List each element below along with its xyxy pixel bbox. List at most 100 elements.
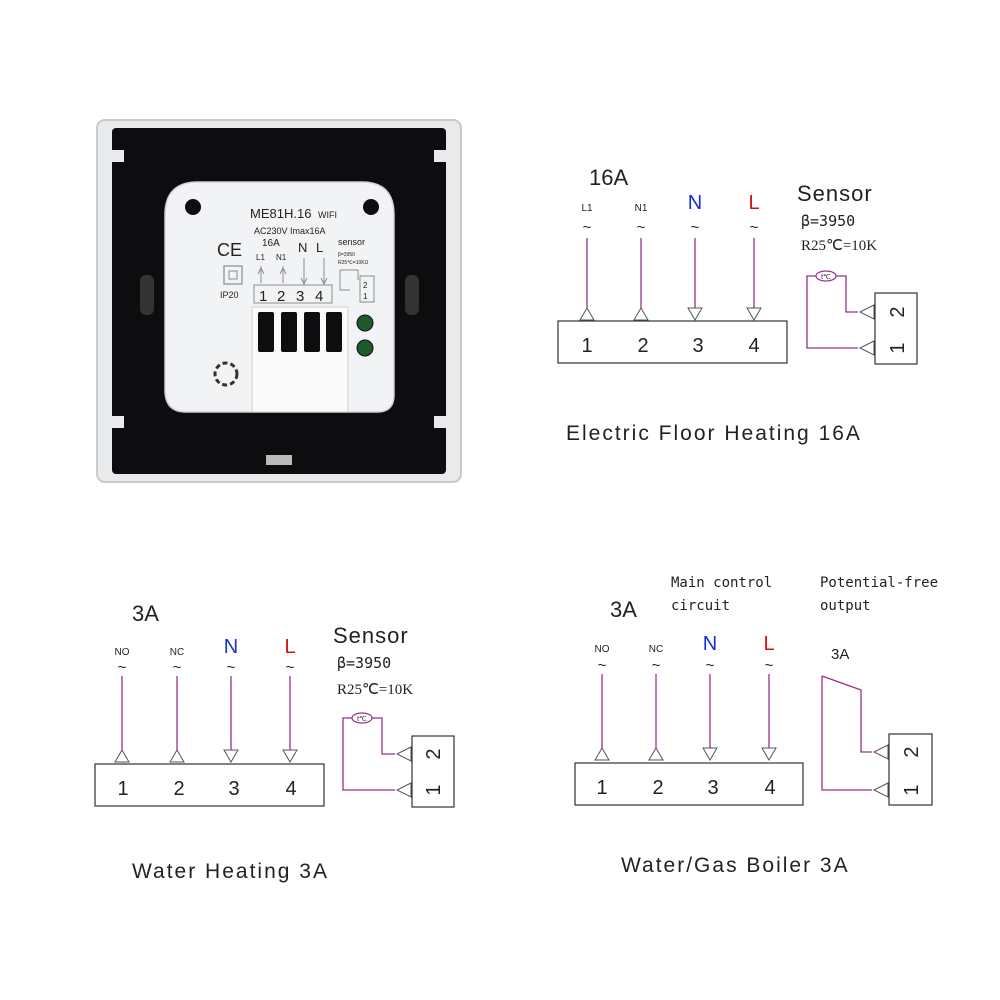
wire-label-l: L [284,636,295,658]
wire-label-no: NO [115,647,130,658]
wire-label-no: NO [595,644,610,655]
left-arrow-icon [858,304,875,356]
frame-notch [434,416,446,428]
output-rating: 3A [831,646,849,663]
frame-notch [112,416,124,428]
terminal-number: 3 [707,777,718,799]
module-rating: AC230V Imax16A [254,226,326,236]
caption: Electric Floor Heating 16A [566,422,862,445]
terminal-screws [258,312,342,352]
bottom-clip [266,455,292,465]
ac-symbol: ~ [286,659,295,676]
ac-symbol: ~ [691,219,700,236]
thermistor-icon [815,270,837,282]
module-wifi: WIFI [318,210,337,220]
sensor-r25: R25℃=10K [801,238,877,254]
diagram-boiler: Main control circuit Potential-free outp… [574,575,938,877]
ac-symbol: ~ [750,219,759,236]
sensor-screw [356,339,374,357]
ac-symbol: ~ [173,659,182,676]
wire-label-l: L [748,192,759,214]
ac-symbol: ~ [583,219,592,236]
terminal-number: 4 [748,335,759,357]
up-arrow-icon [114,749,185,763]
wire-label-l: L [763,633,774,655]
module-sensor-terminal: 1 [363,292,368,301]
module-sensor-strip [359,275,375,303]
output-terminal-number: 1 [901,784,923,795]
sensor-title: Sensor [797,181,873,206]
wire-label-n: N [703,633,717,655]
ac-symbol: ~ [118,659,127,676]
sensor-screw [356,314,374,332]
module-terminal-strip [253,284,333,304]
terminal-number: 1 [596,777,607,799]
sensor-wires [806,275,858,349]
sensor-title: Sensor [333,623,409,648]
output-terminal-number: 2 [901,746,923,757]
terminal-number: 2 [652,777,663,799]
ce-mark: CE [217,240,242,260]
thermistor-label: t℃ [357,716,367,723]
module-n: N [298,240,307,255]
terminal-number: 3 [692,335,703,357]
thermistor-icon [351,712,373,724]
ac-symbol: ~ [652,657,661,674]
wire-label-n1: N1 [635,203,648,214]
wires [601,674,770,748]
output-terminal-strip [888,733,933,806]
terminal-number: 1 [117,778,128,800]
module-l1: L1 [256,253,265,262]
terminal-strip [557,320,788,364]
down-arrow-icon [687,307,762,321]
sensor-terminal-number: 2 [423,748,445,759]
down-arrow-icon [702,747,777,761]
thermostat-back-photo: ME81H.16 WIFI AC230V Imax16A CE IP20 16A… [96,119,462,483]
wires [586,238,755,308]
terminal-number: 4 [764,777,775,799]
module-terminal: 3 [296,288,304,305]
rating-label: 3A [132,601,159,626]
terminal-number: 1 [581,335,592,357]
ac-symbol: ~ [637,219,646,236]
ac-symbol: ~ [227,659,236,676]
mount-slot [405,275,419,315]
wire-label-n: N [224,636,238,658]
module-l: L [316,240,323,255]
module-terminal: 4 [315,288,323,305]
potential-free-label: Potential-free [820,575,938,591]
main-control-label: circuit [671,598,730,614]
sensor-terminal-strip [874,292,918,365]
wire-label-n: N [688,192,702,214]
frame-notch [434,150,446,162]
terminal-strip [94,763,325,807]
ac-symbol: ~ [706,657,715,674]
sensor-terminal-strip [411,735,455,808]
potential-free-label: output [820,598,871,614]
main-control-label: Main control [671,575,772,591]
module-amps: 16A [262,238,280,249]
mount-slot [140,275,154,315]
terminal-number: 4 [285,778,296,800]
up-arrow-icon [594,747,664,761]
ac-symbol: ~ [598,657,607,674]
module-n1: N1 [276,253,287,262]
caption: Water Heating 3A [132,860,329,883]
frame-notch [112,150,124,162]
caption: Water/Gas Boiler 3A [621,854,850,877]
reset-knob-icon [213,361,239,387]
module-sensor-terminal: 2 [363,281,368,290]
wires [121,676,291,750]
terminal-number: 2 [173,778,184,800]
sensor-beta: β=3950 [337,654,391,672]
rating-label: 3A [610,597,637,622]
terminal-number: 2 [637,335,648,357]
up-arrow-icon [579,307,649,321]
module-r25: R25℃=10KΩ [338,260,369,266]
module-beta: β=3950 [338,252,355,258]
ip-icon [223,265,243,285]
ac-symbol: ~ [765,657,774,674]
diagram-water-heating: 3A NO NC N L ~ ~ ~ ~ 1 2 3 4 Sensor β=39… [94,601,455,883]
module-terminal: 1 [259,288,267,305]
